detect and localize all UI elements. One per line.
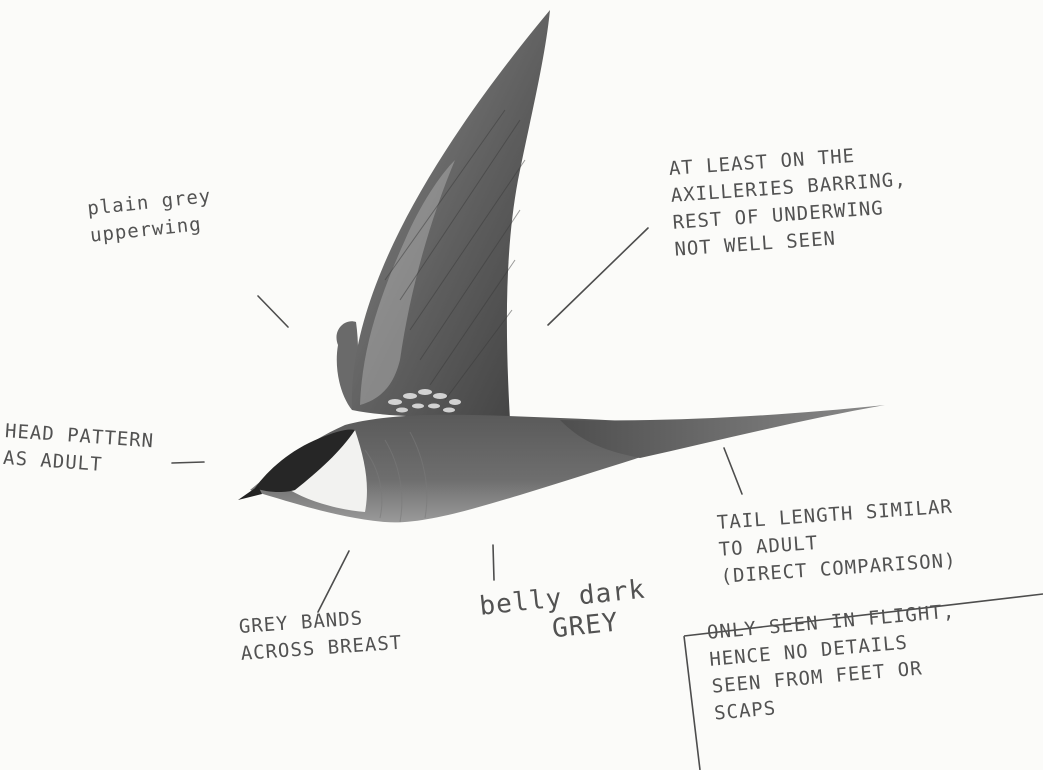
pointer-head: [172, 462, 204, 463]
annotation-head-pattern: HEAD PATTERN AS ADULT: [2, 418, 155, 482]
pointer-upperwing: [258, 296, 288, 327]
annotation-flight-note: ONLY SEEN IN FLIGHT, HENCE NO DETAILS SE…: [706, 598, 963, 727]
annotation-tail-length: TAIL LENGTH SIMILAR TO ADULT (DIRECT COM…: [716, 494, 957, 591]
pointer-grey-bands: [318, 551, 349, 612]
pointer-belly: [493, 545, 494, 580]
annotation-axillaries: AT LEAST ON THE AXILLERIES BARRING, REST…: [668, 140, 911, 264]
annotation-grey-bands: GREY BANDS ACROSS BREAST: [238, 603, 403, 668]
bill: [238, 486, 262, 500]
pointer-axillaries: [548, 228, 648, 325]
pointer-tail: [724, 448, 742, 494]
